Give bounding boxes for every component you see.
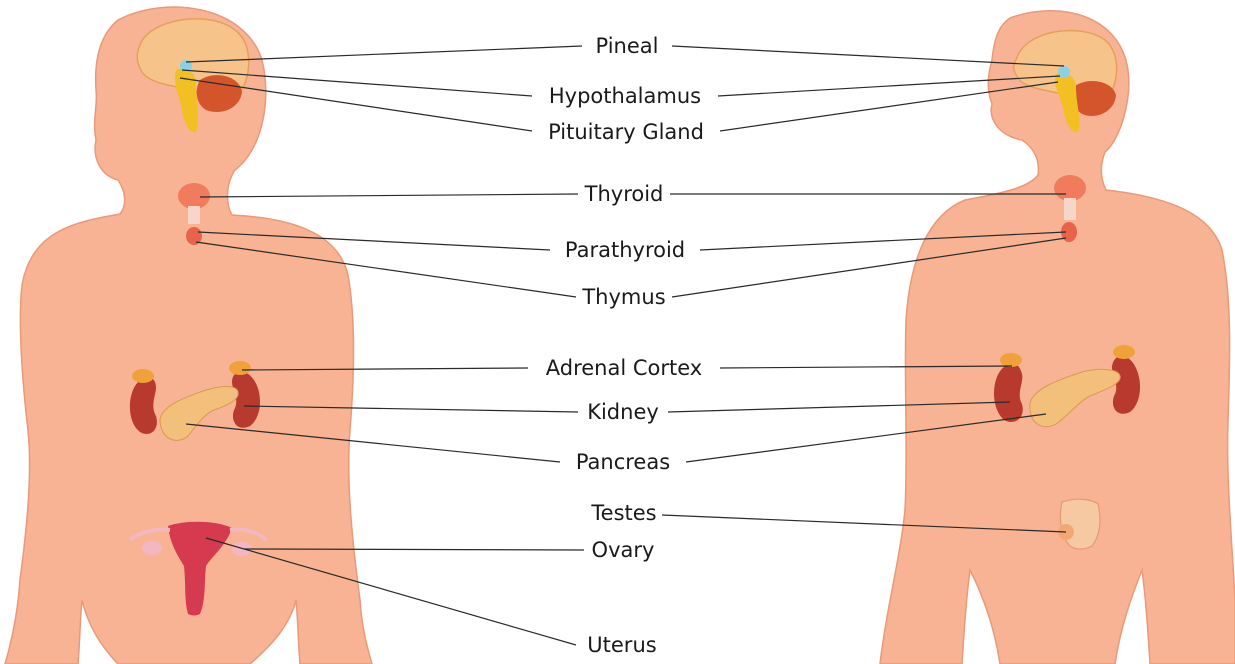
leader-thyroid-female (200, 194, 578, 197)
label-hypothalamus: Hypothalamus (549, 84, 701, 108)
male-left-adrenal (1000, 353, 1022, 367)
male-body (880, 11, 1235, 664)
female-left-adrenal (132, 369, 154, 383)
label-uterus: Uterus (587, 633, 656, 657)
label-testes: Testes (590, 501, 656, 525)
label-parathyroid: Parathyroid (565, 238, 685, 262)
label-pancreas: Pancreas (576, 450, 670, 474)
label-ovary: Ovary (592, 538, 655, 562)
label-thymus: Thymus (581, 285, 665, 309)
male-trachea (1064, 198, 1076, 220)
label-kidney: Kidney (587, 400, 659, 424)
label-thyroid: Thyroid (584, 182, 664, 206)
male-figure (880, 11, 1235, 664)
label-pineal: Pineal (596, 34, 659, 58)
female-trachea (188, 206, 200, 224)
labels: Pineal Hypothalamus Pituitary Gland Thyr… (546, 34, 704, 657)
female-figure (5, 7, 372, 664)
female-right-adrenal (229, 361, 251, 375)
female-left-ovary (142, 541, 162, 555)
male-right-adrenal (1113, 345, 1135, 359)
label-adrenal-cortex: Adrenal Cortex (546, 356, 702, 380)
male-thyroid (1054, 175, 1086, 201)
label-pituitary-gland: Pituitary Gland (548, 120, 704, 144)
female-thyroid (178, 183, 210, 209)
